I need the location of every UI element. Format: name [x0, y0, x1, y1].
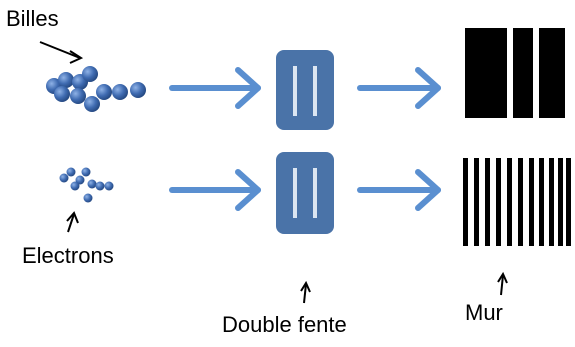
arrow-right-icon — [357, 169, 441, 211]
electrons-label: Electrons — [22, 243, 114, 268]
ball — [96, 84, 112, 100]
ball — [84, 96, 100, 112]
wall-pattern-interference — [463, 158, 571, 246]
balls-cluster — [46, 66, 146, 112]
arrow-right-icon — [357, 67, 441, 109]
ball — [54, 86, 70, 102]
electron — [66, 167, 76, 177]
wall-fringe — [496, 158, 501, 246]
double-slit-panel — [276, 50, 334, 130]
electron — [59, 173, 69, 183]
ball — [112, 84, 128, 100]
wall-fringe — [529, 158, 534, 246]
double-slit-label: Double fente — [222, 312, 347, 337]
wall-band — [539, 28, 565, 118]
ball — [58, 72, 74, 88]
slit — [313, 168, 317, 218]
electron — [95, 181, 105, 191]
electron — [104, 181, 114, 191]
ball — [82, 66, 98, 82]
double-slit-panel — [276, 152, 334, 234]
electrons-cluster — [59, 167, 114, 203]
double-slit-pointer-arrow — [300, 280, 311, 304]
wall-fringe — [507, 158, 512, 246]
ball — [130, 82, 146, 98]
arrow-right-icon — [169, 67, 261, 109]
electron — [87, 179, 97, 189]
wall-fringe — [558, 158, 563, 246]
slit — [313, 66, 317, 116]
wall-fringe — [463, 158, 468, 246]
billes-label: Billes — [6, 6, 59, 31]
wall-band — [513, 28, 533, 118]
arrow-right-icon — [169, 169, 261, 211]
electron — [70, 181, 80, 191]
slit — [293, 168, 297, 218]
slit — [293, 66, 297, 116]
wall-label: Mur — [465, 300, 503, 325]
wall-fringe — [485, 158, 490, 246]
wall-fringe — [549, 158, 554, 246]
wall-fringe — [539, 158, 544, 246]
wall-fringe — [518, 158, 523, 246]
electrons-pointer-arrow — [66, 211, 79, 233]
wall-pointer-arrow — [497, 271, 508, 296]
wall-fringe — [566, 158, 571, 246]
wall-pattern-two-bands — [465, 28, 565, 118]
electron — [81, 167, 91, 177]
billes-pointer-arrow — [39, 41, 84, 64]
electron — [75, 175, 85, 185]
wall-band — [465, 28, 507, 118]
electron — [83, 193, 93, 203]
wall-fringe — [474, 158, 479, 246]
ball — [70, 88, 86, 104]
